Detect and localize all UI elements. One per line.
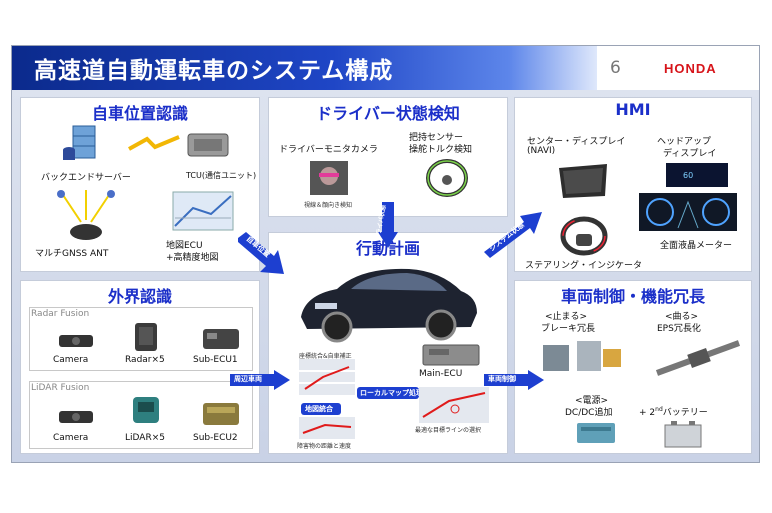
panel-title-self-position: 自車位置認識 [21,100,259,124]
hud-icon: 60 [665,162,729,188]
caption-gaze-detection: 視線＆顔向き検知 [304,200,352,209]
panel-self-position: 自車位置認識 バックエンドサーバー TCU(通信ユニット) [20,97,260,272]
label-main-ecu: Main-ECU [419,369,462,379]
panel-vehicle-control: 車両制御・機能冗長 <止まる> ブレーキ冗長 <曲る> EPS冗長化 <電源> … [514,280,752,454]
label-radar-x5: Radar×5 [125,355,165,365]
label-eps-redundancy: EPS冗長化 [657,321,701,334]
label-brake-redundancy: ブレーキ冗長 [541,321,595,334]
tcu-icon [186,128,230,160]
label-second-battery: + 2ndバッテリー [639,405,708,418]
panel-title-vehicle-control: 車両制御・機能冗長 [515,283,751,307]
lane-map-image [299,359,355,395]
label-hd-map: +高精度地図 [166,250,219,263]
arrow-label-vehicle-control: 車両制御 [488,374,516,384]
center-display-icon [555,162,611,202]
dcdc-converter-icon [575,419,617,447]
label-dcdc: DC/DC追加 [565,405,612,418]
panel-title-external: 外界認識 [21,283,259,307]
label-radar-fusion: Radar Fusion [31,309,89,319]
caption-obstacle-distance: 障害物の距離と速度 [297,441,351,450]
label-sub-ecu1: Sub-ECU1 [193,355,238,365]
panel-title-hmi: HMI [515,100,751,119]
label-tcu: TCU(通信ユニット) [186,170,256,181]
panel-driver-state: ドライバー状態検知 ドライバーモニタカメラ 把持センサー 操舵トルク検知 視線＆… [268,97,508,217]
label-driver-monitor-camera: ドライバーモニタカメラ [279,142,378,155]
label-lidar-camera: Camera [53,433,88,443]
server-icon [61,124,101,164]
sub-ecu1-icon [201,327,241,351]
label-sub-ecu2: Sub-ECU2 [193,433,238,443]
obstacle-map-image [299,417,355,439]
label-steering-torque: 操舵トルク検知 [409,142,472,155]
honda-logo: HONDA [664,61,717,76]
sub-ecu2-icon [201,401,241,427]
tag-local-map-text: ローカルマップ処理 [360,388,423,398]
radar-icon [131,321,161,353]
brake-unit-icon [537,337,627,379]
panel-hmi: HMI センター・ディスプレイ (NAVI) ヘッドアップ ディスプレイ 60 … [514,97,752,272]
eps-rack-icon [653,337,743,381]
battery-icon [663,419,703,449]
label-lidar-x5: LiDAR×5 [125,433,165,443]
page-number: 6 [610,58,621,78]
lidar-icon [129,395,163,431]
main-ecu-icon [421,341,481,369]
label-multi-gnss: マルチGNSS ANT [35,246,108,259]
slide-header: 高速道自動運転車のシステム構成 6 HONDA [12,46,759,90]
steering-indicator-icon [560,216,608,258]
panel-external-recognition: 外界認識 Radar Fusion Camera Radar×5 Sub-ECU… [20,280,260,454]
svg-text:60: 60 [683,171,693,180]
gnss-antenna-icon [51,190,121,245]
meter-icon [638,192,738,232]
target-line-map-image [419,387,489,423]
map-ecu-icon [171,190,235,232]
caption-optimal-line: 最適な目標ラインの選択 [415,425,481,434]
label-navi: (NAVI) [527,146,555,156]
steering-wheel-icon [426,158,468,198]
label-full-lcd-meter: 全面液晶メーター [660,238,732,251]
radar-camera-icon [55,329,97,351]
panel-action-planning: 行動計画 座標統合&自車補正 Main-ECU 地図統合 障害物の距離と速度 [268,232,508,454]
arrow-label-surroundings: 周辺車両 [234,374,262,384]
autonomous-car-image [291,261,481,345]
wireless-link-icon [129,133,181,157]
tag-map-fusion-text: 地図統合 [305,404,333,414]
label-radar-camera: Camera [53,355,88,365]
label-backend-server: バックエンドサーバー [41,170,131,183]
panel-title-driver-state: ドライバー状態検知 [269,100,507,124]
lidar-camera-icon [55,405,97,427]
label-hud-display: ディスプレイ [663,146,716,159]
slide-title: 高速道自動運転車のシステム構成 [34,51,393,85]
label-lidar-fusion: LiDAR Fusion [31,383,89,393]
driver-face-icon [309,160,349,196]
label-steering-indicator: ステアリング・インジケータ [525,258,642,271]
slide: 高速道自動運転車のシステム構成 6 HONDA 自車位置認識 バックエンドサーバ… [11,45,760,463]
